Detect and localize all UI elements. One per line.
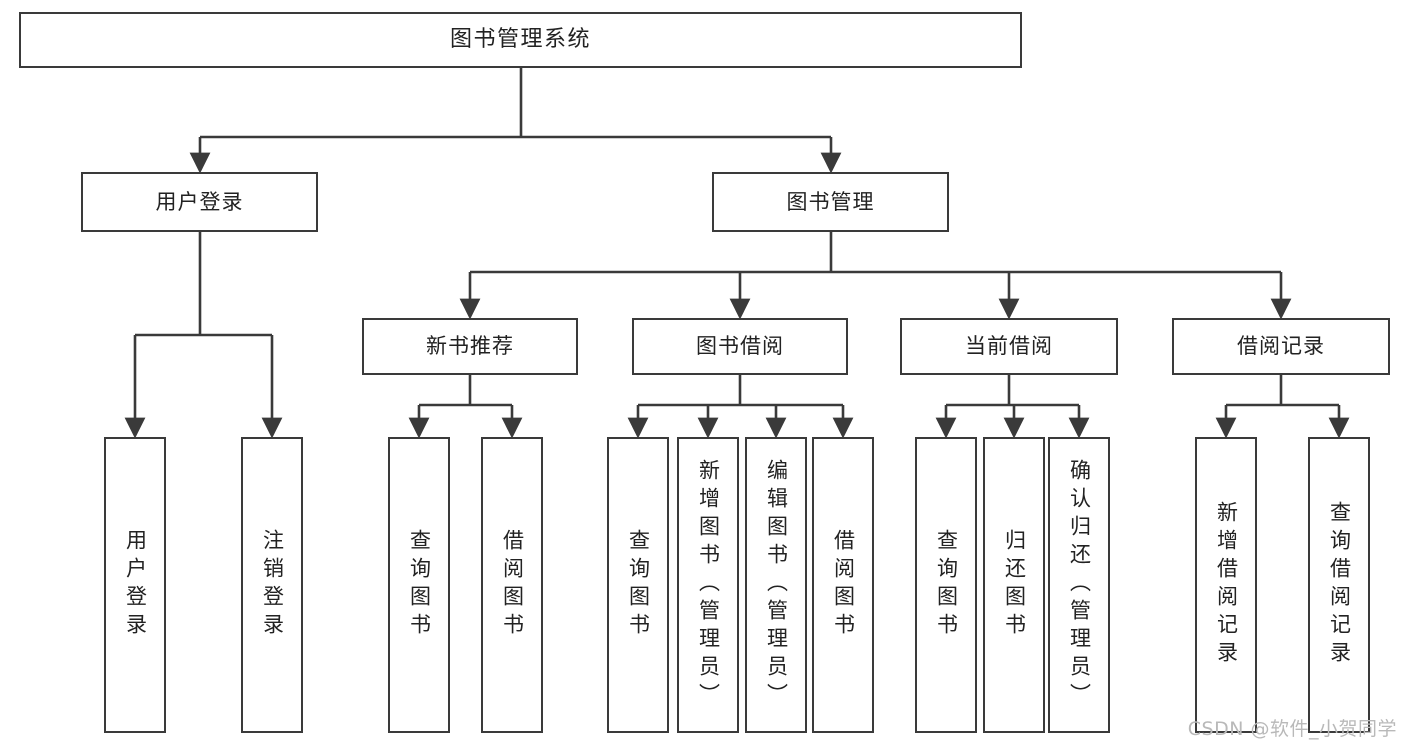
node-login[interactable]: 用户登录 [81,172,318,232]
node-label: 借阅图书 [831,529,856,641]
node-label: 图书管理 [786,189,875,214]
node-borrow-add[interactable]: 新增图书（管理员） [677,437,739,733]
node-label: 新书推荐 [426,334,514,359]
node-newbook[interactable]: 新书推荐 [362,318,578,375]
node-label: 确认归还（管理员） [1067,459,1092,711]
node-label: 借阅图书 [500,529,525,641]
node-records-query[interactable]: 查询借阅记录 [1308,437,1370,733]
node-label: 注销登录 [260,529,285,641]
node-newbook-query[interactable]: 查询图书 [388,437,450,733]
node-label: 新增借阅记录 [1214,501,1239,669]
node-label: 当前借阅 [965,334,1053,359]
node-login-user[interactable]: 用户登录 [104,437,166,733]
node-label: 借阅记录 [1237,334,1325,359]
node-current[interactable]: 当前借阅 [900,318,1118,375]
node-records[interactable]: 借阅记录 [1172,318,1390,375]
node-label: 图书借阅 [696,334,784,359]
node-root[interactable]: 图书管理系统 [19,12,1022,68]
node-label: 编辑图书（管理员） [764,459,789,711]
node-login-logout[interactable]: 注销登录 [241,437,303,733]
node-current-query[interactable]: 查询图书 [915,437,977,733]
node-label: 查询图书 [934,529,959,641]
csdn-watermark: CSDN @软件_小贺同学 [1187,718,1397,740]
node-label: 新增图书（管理员） [696,459,721,711]
node-label: 查询图书 [626,529,651,641]
node-newbook-borrow[interactable]: 借阅图书 [481,437,543,733]
node-label: 查询图书 [407,529,432,641]
node-label: 用户登录 [155,189,244,214]
node-label: 用户登录 [123,529,148,641]
node-bookmgmt[interactable]: 图书管理 [712,172,949,232]
node-current-confirm[interactable]: 确认归还（管理员） [1048,437,1110,733]
node-borrow[interactable]: 图书借阅 [632,318,848,375]
node-borrow-query[interactable]: 查询图书 [607,437,669,733]
node-records-add[interactable]: 新增借阅记录 [1195,437,1257,733]
node-borrow-edit[interactable]: 编辑图书（管理员） [745,437,807,733]
node-label: 查询借阅记录 [1327,501,1352,669]
node-label: 归还图书 [1002,529,1027,641]
node-borrow-lend[interactable]: 借阅图书 [812,437,874,733]
node-current-return[interactable]: 归还图书 [983,437,1045,733]
node-label: 图书管理系统 [449,27,591,53]
